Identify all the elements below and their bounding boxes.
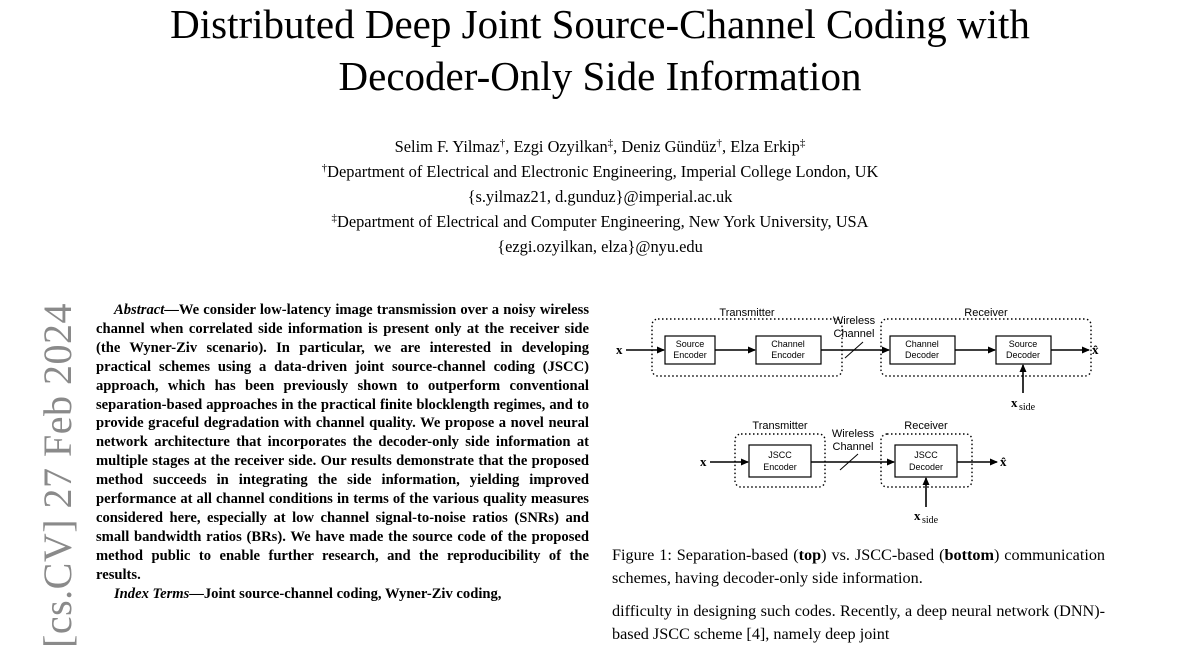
channel-label: Channel: [834, 328, 875, 340]
affiliation-mark: †: [716, 137, 723, 149]
transmitter-label: Transmitter: [719, 307, 775, 319]
svg-text:JSCC: JSCC: [768, 450, 792, 460]
author-separator: ,: [613, 137, 622, 156]
jscc-decoder-block: JSCC Decoder: [894, 444, 958, 478]
abstract-paragraph: Abstract—We consider low-latency image t…: [96, 302, 589, 583]
index-terms-label: Index Terms: [114, 585, 190, 602]
transmitter-group: [651, 318, 843, 377]
author-name: Deniz Gündüz: [621, 137, 717, 156]
svg-text:Encoder: Encoder: [763, 462, 797, 472]
svg-text:Source: Source: [1009, 339, 1038, 349]
author-separator: ,: [722, 137, 731, 156]
abstract-text: We consider low-latency image transmissi…: [96, 302, 589, 583]
input-symbol: x: [616, 342, 623, 357]
author-block: Selim F. Yilmaz†, Ezgi Ozyilkan‡, Deniz …: [0, 134, 1200, 259]
wireless-label: Wireless: [833, 315, 876, 327]
receiver-group: [880, 318, 1092, 377]
title-line-2: Decoder-Only Side Information: [338, 53, 862, 99]
side-info-symbol: x: [914, 508, 921, 523]
source-decoder-block: Source Decoder: [995, 335, 1052, 365]
index-terms-text: Joint source-channel coding, Wyner-Ziv c…: [203, 585, 502, 602]
svg-text:Decoder: Decoder: [905, 350, 939, 360]
figure-caption: Figure 1: Separation-based (top) vs. JSC…: [612, 546, 1106, 587]
svg-text:JSCC: JSCC: [914, 450, 938, 460]
svg-text:Source: Source: [676, 339, 705, 349]
side-info-symbol: x: [1011, 395, 1018, 410]
affiliation-mark: ‡: [607, 137, 614, 149]
bottom-diagram: Transmitter Receiver Wireless Channel x …: [700, 420, 1007, 526]
affiliation-line: ‡Department of Electrical and Computer E…: [331, 212, 869, 231]
author-name: Ezgi Ozyilkan: [513, 137, 608, 156]
body-text: difficulty in designing such codes. Rece…: [612, 602, 1105, 643]
index-terms: Index Terms—Joint source-channel coding,…: [114, 585, 502, 602]
channel-encoder-block: Channel Encoder: [755, 335, 822, 365]
transmitter-label: Transmitter: [752, 420, 808, 432]
abstract: Abstract—We consider low-latency image t…: [96, 301, 589, 604]
svg-text:Encoder: Encoder: [771, 350, 805, 360]
side-info-subscript: side: [922, 515, 939, 526]
email-line: {ezgi.ozyilkan, elza}@nyu.edu: [497, 237, 703, 256]
author-separator: ,: [505, 137, 514, 156]
svg-text:Decoder: Decoder: [909, 462, 943, 472]
author-name: Selim F. Yilmaz: [394, 137, 500, 156]
affiliation-line: †Department of Electrical and Electronic…: [321, 162, 879, 181]
svg-text:Channel: Channel: [771, 339, 805, 349]
receiver-group: [880, 433, 973, 488]
side-info-subscript: side: [1019, 402, 1036, 413]
email-line: {s.yilmaz21, d.gunduz}@imperial.ac.uk: [467, 187, 733, 206]
input-symbol: x: [700, 454, 707, 469]
author-name: Elza Erkip: [730, 137, 800, 156]
transmitter-group: [734, 433, 826, 488]
output-symbol: x̂: [1000, 454, 1007, 469]
author-list: Selim F. Yilmaz†, Ezgi Ozyilkan‡, Deniz …: [0, 134, 1200, 159]
receiver-label: Receiver: [904, 420, 948, 432]
top-diagram: Transmitter Receiver Wireless Channel x …: [616, 307, 1099, 413]
svg-text:Channel: Channel: [905, 339, 939, 349]
wireless-label: Wireless: [832, 428, 875, 440]
source-encoder-block: Source Encoder: [664, 335, 716, 365]
paper-title: Distributed Deep Joint Source-Channel Co…: [0, 0, 1200, 102]
abstract-label: Abstract: [114, 302, 165, 318]
channel-label: Channel: [833, 441, 874, 453]
figure-1: Transmitter Receiver Wireless Channel x …: [612, 300, 1104, 532]
channel-decoder-block: Channel Decoder: [889, 335, 956, 365]
affiliation-mark: †: [499, 137, 506, 149]
svg-text:Encoder: Encoder: [673, 350, 707, 360]
svg-text:Decoder: Decoder: [1006, 350, 1040, 360]
affiliation-mark: ‡: [799, 137, 806, 149]
arxiv-stamp: [cs.CV] 27 Feb 2024: [35, 302, 80, 648]
title-line-1: Distributed Deep Joint Source-Channel Co…: [170, 1, 1030, 47]
receiver-label: Receiver: [964, 307, 1008, 319]
output-symbol: x̂: [1092, 342, 1099, 357]
block-diagram: Transmitter Receiver Wireless Channel x …: [616, 307, 1099, 526]
jscc-encoder-block: JSCC Encoder: [748, 444, 812, 478]
